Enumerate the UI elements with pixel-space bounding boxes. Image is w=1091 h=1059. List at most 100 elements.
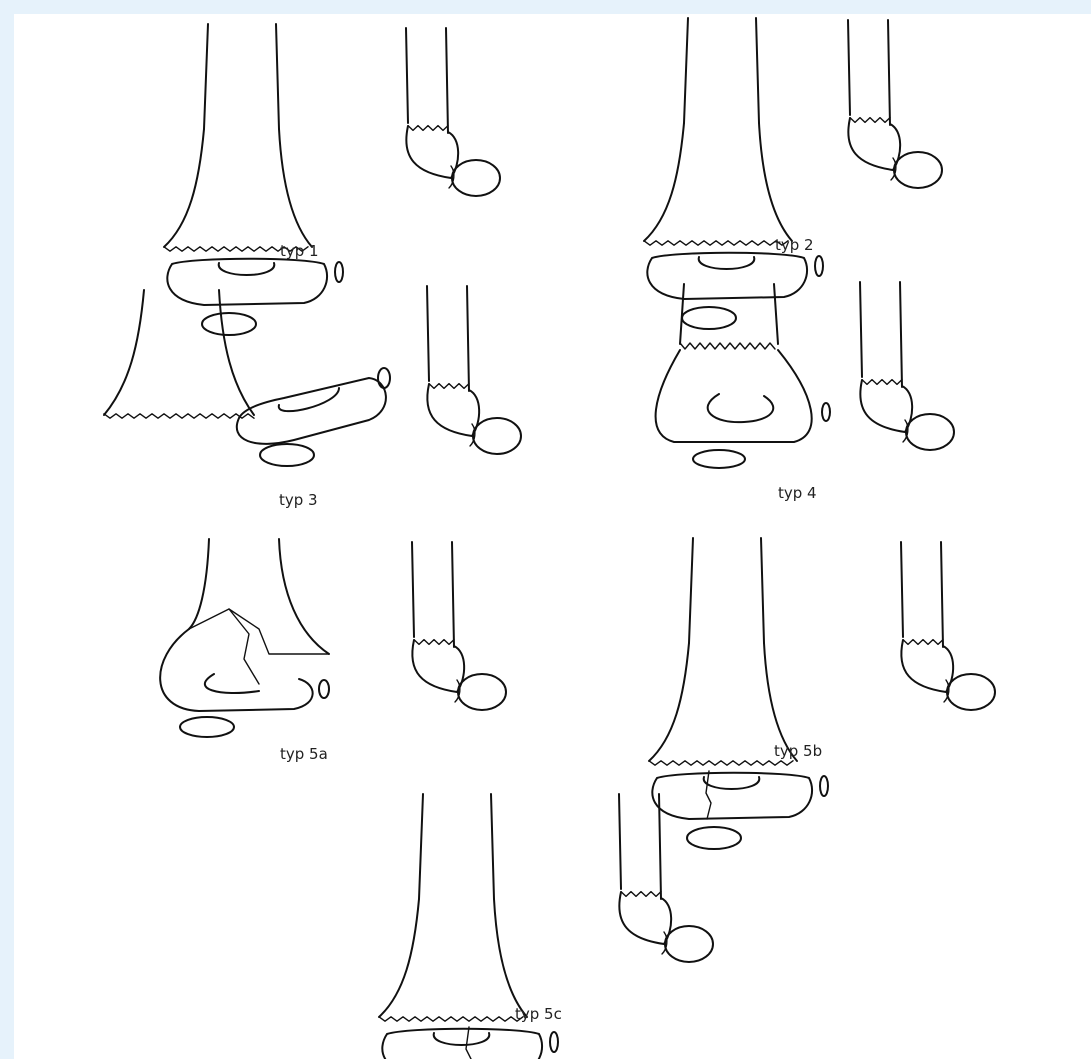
humerus-shaft (279, 539, 329, 654)
humerus-shaft (204, 24, 208, 129)
condyle-lateral (406, 126, 458, 178)
epicondyle-ossicle (815, 256, 823, 276)
physeal-line (680, 343, 775, 349)
condyle-lateral (619, 892, 671, 944)
condyle-lateral (427, 384, 479, 436)
trochlea-ossicle (687, 827, 741, 849)
physeal-line (429, 384, 469, 389)
physeal-line (621, 892, 661, 897)
condyle-lateral (848, 118, 900, 170)
capitellum-ossicle (458, 674, 506, 710)
condyle-lateral (412, 640, 464, 692)
humerus-shaft-lateral (900, 282, 902, 387)
humerus-shaft-lateral (848, 20, 850, 115)
humerus-shaft (104, 290, 144, 415)
olecranon-fossa (434, 1033, 490, 1045)
panel-typ5b (649, 538, 995, 849)
humerus-shaft-lateral (888, 20, 890, 125)
humerus-shaft (494, 899, 527, 1017)
caption-typ4: typ 4 (778, 484, 817, 502)
humerus-shaft-lateral (427, 286, 429, 381)
humerus-shaft-lateral (619, 794, 621, 889)
fracture-line (189, 609, 259, 684)
caption-typ1: typ 1 (280, 242, 319, 260)
caption-typ5a: typ 5a (280, 745, 328, 763)
humerus-shaft-lateral (446, 28, 448, 133)
capitellum-ossicle (473, 418, 521, 454)
olecranon-fossa (699, 257, 755, 269)
humerus-shaft (684, 18, 688, 123)
epicondyle-ossicle (550, 1032, 558, 1052)
physeal-line (850, 118, 890, 123)
distal-epiphysis (167, 259, 327, 305)
trochlea-ossicle (202, 313, 256, 335)
condyle-lateral (901, 640, 953, 692)
capitellum-ossicle (452, 160, 500, 196)
physeal-line (862, 380, 902, 385)
panel-typ5a (160, 539, 506, 737)
capitellum-ossicle (665, 926, 713, 962)
humerus-shaft-lateral (452, 542, 454, 647)
panel-typ1 (164, 24, 500, 335)
humerus-shaft (219, 290, 254, 415)
capitellum-ossicle (947, 674, 995, 710)
capitellum-ossicle (894, 152, 942, 188)
physeal-line (379, 1017, 523, 1021)
trochlea-ossicle (682, 307, 736, 329)
panel-typ3 (104, 286, 521, 466)
epicondyle-ossicle (335, 262, 343, 282)
figure-sheet: typ 1 typ 2 typ 3 typ 4 typ 5a typ 5b ty… (14, 14, 1091, 1059)
fracture-types-illustration (14, 14, 1091, 1059)
humerus-shaft (756, 18, 759, 123)
fracture-line (466, 1027, 471, 1059)
distal-epiphysis (382, 1029, 542, 1059)
physeal-line (104, 414, 254, 418)
humerus-shaft (644, 123, 684, 241)
humerus-shaft-lateral (860, 282, 862, 377)
olecranon-fossa (708, 394, 774, 422)
humerus-shaft (279, 129, 312, 247)
capitellum-ossicle (906, 414, 954, 450)
epicondyle-ossicle (822, 403, 830, 421)
humerus-shaft (491, 794, 494, 899)
humerus-shaft (761, 538, 764, 643)
humerus-shaft (164, 129, 204, 247)
caption-typ5b: typ 5b (774, 742, 822, 760)
distal-epiphysis (652, 773, 812, 819)
humerus-shaft (419, 794, 423, 899)
trochlea-ossicle (180, 717, 234, 737)
condyle-lateral (860, 380, 912, 432)
physeal-line (644, 241, 788, 245)
caption-typ3: typ 3 (279, 491, 318, 509)
humerus-shaft (276, 24, 279, 129)
trochlea-ossicle (260, 444, 314, 466)
caption-typ2: typ 2 (775, 236, 814, 254)
physeal-line (903, 640, 943, 645)
epicondyle-ossicle (820, 776, 828, 796)
olecranon-fossa (704, 777, 760, 789)
panel-typ4 (656, 282, 954, 468)
humerus-shaft (649, 643, 689, 761)
epicondyle-ossicle (319, 680, 329, 698)
humerus-shaft-lateral (412, 542, 414, 637)
humerus-shaft (189, 539, 209, 629)
fracture-line (229, 609, 329, 654)
fracture-line (706, 771, 711, 819)
distal-epiphysis (656, 350, 812, 442)
trochlea-ossicle (693, 450, 745, 468)
humerus-shaft-lateral (406, 28, 408, 123)
panel-typ2 (644, 18, 942, 329)
olecranon-fossa (205, 674, 259, 693)
caption-typ5c: typ 5c (515, 1005, 562, 1023)
distal-epiphysis (160, 629, 312, 711)
humerus-shaft (379, 899, 419, 1017)
physeal-line (408, 126, 448, 131)
distal-epiphysis (647, 253, 807, 299)
humerus-shaft (759, 123, 792, 241)
humerus-shaft-lateral (941, 542, 943, 647)
epicondyle-ossicle (378, 368, 390, 388)
physeal-line (414, 640, 454, 645)
humerus-shaft (774, 284, 778, 344)
olecranon-fossa (219, 263, 275, 275)
physeal-line (649, 761, 793, 765)
